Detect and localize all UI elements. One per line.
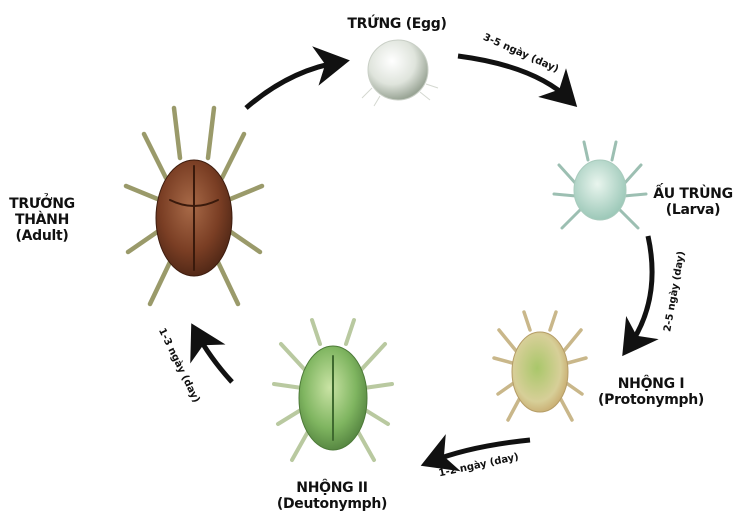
arrow-larva-to-protonymph xyxy=(628,236,652,348)
protonymph-label: NHỘNG I (Protonymph) xyxy=(586,376,716,408)
arrow-deutonymph-to-adult xyxy=(196,332,232,382)
deutonymph-illustration xyxy=(274,320,392,460)
adult-label: TRƯỞNG THÀNH (Adult) xyxy=(0,196,84,244)
deutonymph-name: NHỘNG II xyxy=(254,480,410,496)
deutonymph-sub: (Deutonymph) xyxy=(254,496,410,512)
protonymph-sub: (Protonymph) xyxy=(586,392,716,408)
adult-name-line1: TRƯỞNG xyxy=(0,196,84,212)
egg-label-text: TRỨNG (Egg) xyxy=(330,16,464,32)
egg-label: TRỨNG (Egg) xyxy=(330,16,464,32)
protonymph-name: NHỘNG I xyxy=(586,376,716,392)
larva-sub: (Larva) xyxy=(650,202,736,218)
larva-illustration xyxy=(554,142,646,228)
egg-illustration xyxy=(362,40,438,106)
larva-name: ẤU TRÙNG xyxy=(650,186,736,202)
protonymph-illustration xyxy=(494,312,586,420)
deutonymph-label: NHỘNG II (Deutonymph) xyxy=(254,480,410,512)
larva-label: ẤU TRÙNG (Larva) xyxy=(650,186,736,218)
arrow-adult-to-egg xyxy=(246,62,340,108)
adult-name-line2: THÀNH xyxy=(0,212,84,228)
adult-sub: (Adult) xyxy=(0,228,84,244)
adult-illustration xyxy=(126,108,262,304)
